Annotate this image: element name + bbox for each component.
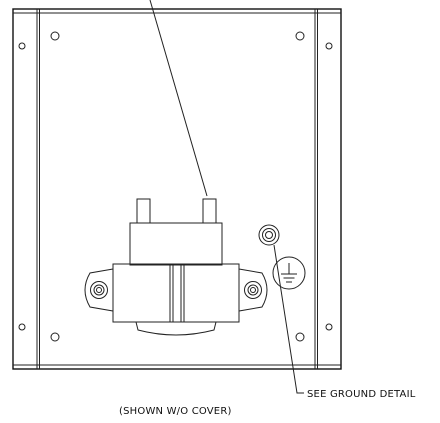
transformer [84, 198, 268, 336]
shown-without-cover-label: (SHOWN W/O COVER) [119, 406, 232, 417]
earth-ground-symbol [272, 256, 306, 290]
ground-stud [258, 224, 280, 246]
ground-detail-leader [273, 244, 304, 394]
hole-top-left [50, 31, 60, 41]
ground-detail-label: SEE GROUND DETAIL [307, 389, 416, 400]
hole-bottom-left [50, 332, 60, 342]
hole-bottom-left-flange [18, 323, 26, 331]
bracket-bolt-left [90, 281, 108, 299]
hole-bottom-right [295, 332, 305, 342]
hole-top-left-flange [18, 42, 26, 50]
terminal-right [202, 198, 217, 224]
hole-top-right [295, 31, 305, 41]
top-leader-line [149, 0, 208, 197]
hole-top-right-flange [325, 42, 333, 50]
terminal-left [136, 198, 151, 224]
mounting-plate [12, 8, 342, 370]
hole-bottom-right-flange [325, 323, 333, 331]
bracket-bolt-right [244, 281, 262, 299]
mounting-holes [18, 31, 333, 342]
